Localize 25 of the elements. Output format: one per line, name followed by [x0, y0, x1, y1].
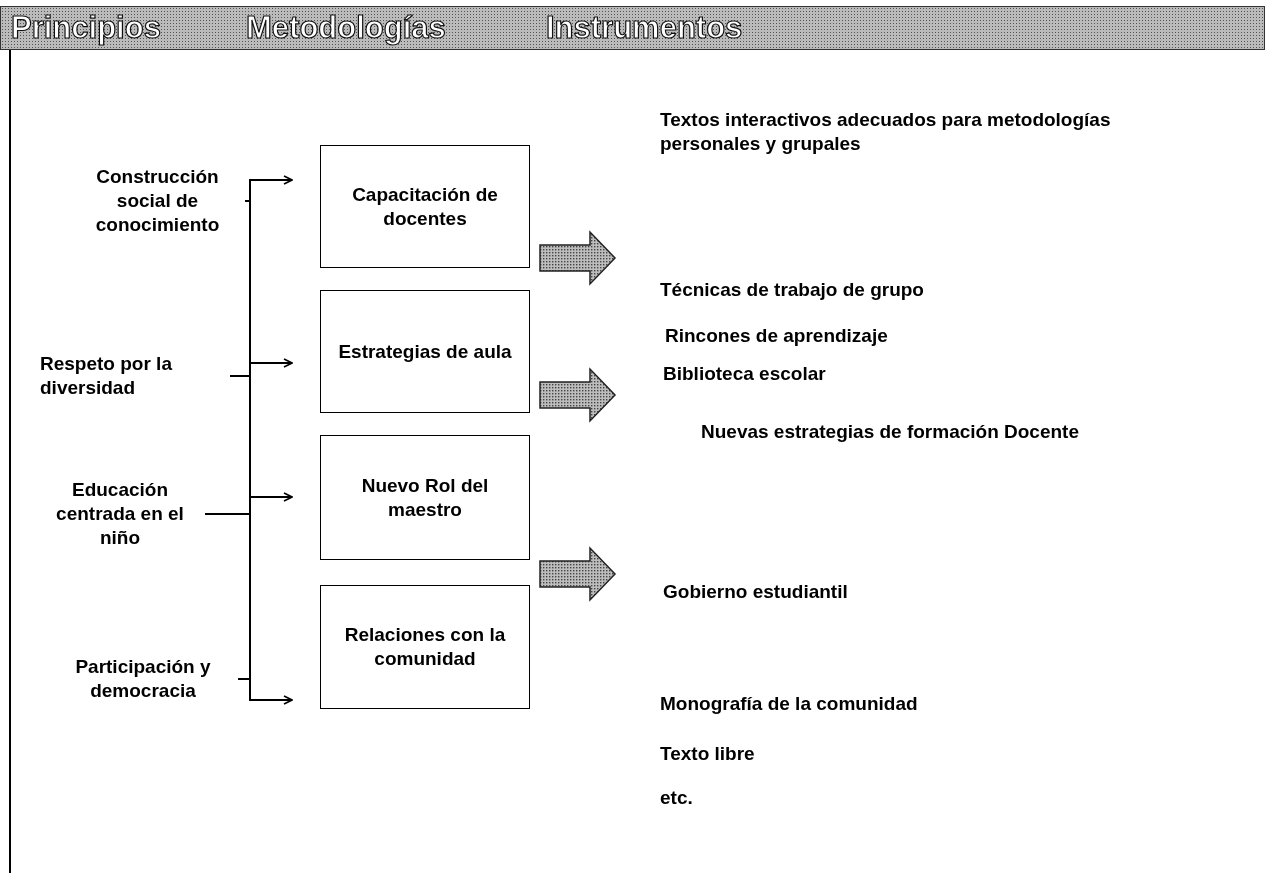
principle-text: Respeto por la diversidad	[40, 352, 230, 400]
header-band	[0, 6, 1265, 50]
method-box: Relaciones con la comunidad	[320, 585, 530, 709]
arrow	[229, 358, 293, 377]
column-heading: Metodologías	[246, 9, 446, 47]
column-heading: Instrumentos	[546, 9, 743, 47]
method-box: Estrategias de aula	[320, 290, 530, 413]
principle-text: Construcción social de conocimiento	[70, 165, 245, 237]
arrow	[244, 175, 293, 202]
method-box: Capacitación de docentes	[320, 145, 530, 268]
method-box: Nuevo Rol del maestro	[320, 435, 530, 560]
column-heading: Principios	[11, 9, 161, 47]
principle-text: Participación y democracia	[48, 655, 238, 703]
instrument-text: Nuevas estrategias de formación Docente	[700, 420, 1080, 444]
instrument-text: Gobierno estudiantil	[663, 580, 849, 604]
instrument-text: Textos interactivos adecuados para metodologías personales y grupales	[660, 108, 1112, 156]
instrument-text: Monografía de la comunidad	[660, 692, 919, 716]
instrument-text: Biblioteca escolar	[663, 362, 827, 386]
principle-text: Educación centrada en el niño	[35, 478, 205, 550]
instrument-text: Texto libre	[660, 742, 756, 766]
arrow	[204, 492, 293, 515]
instrument-text: Rincones de aprendizaje	[665, 324, 889, 348]
instrument-text: Técnicas de trabajo de grupo	[660, 278, 925, 302]
instrument-text: etc.	[660, 786, 694, 810]
arrow	[237, 678, 293, 705]
